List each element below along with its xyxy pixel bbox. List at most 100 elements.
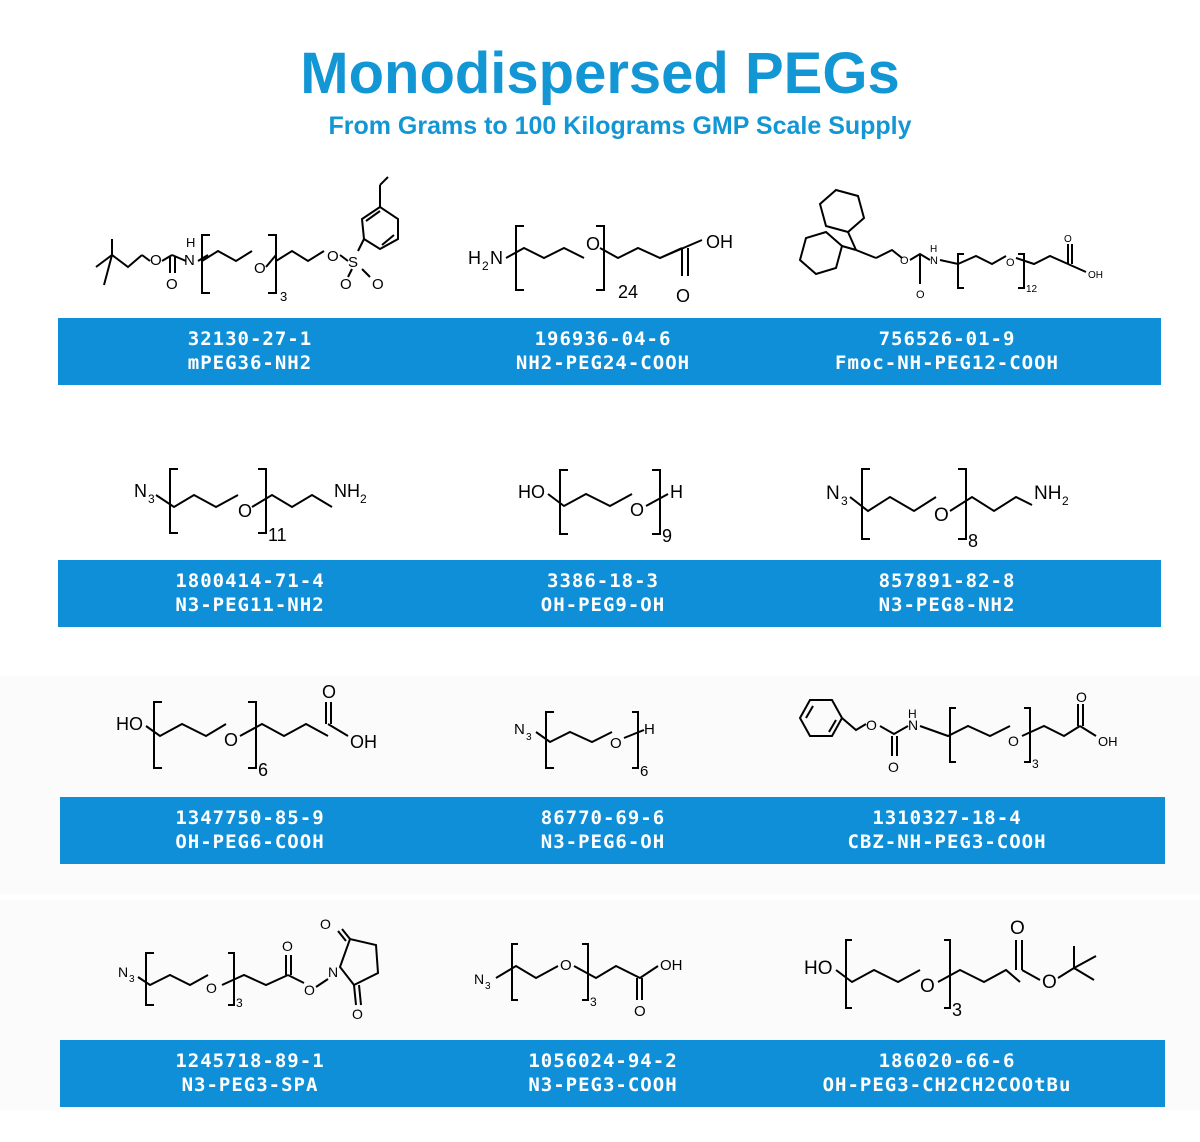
svg-text:O: O xyxy=(920,976,935,997)
structure-nh2-peg24-cooh: H 2 N O 24 O OH xyxy=(468,225,733,306)
product-cas-number: 1056024-94-2 xyxy=(528,1050,678,1072)
svg-text:O: O xyxy=(900,255,909,267)
svg-text:H: H xyxy=(644,721,655,738)
svg-text:3: 3 xyxy=(148,492,155,506)
product-name: N3-PEG3-COOH xyxy=(528,1074,678,1096)
product-cas-number: 186020-66-6 xyxy=(878,1050,1016,1072)
svg-text:O: O xyxy=(254,260,266,277)
svg-text:O: O xyxy=(150,252,162,269)
svg-text:O: O xyxy=(224,730,238,750)
svg-text:OH: OH xyxy=(1088,270,1103,281)
svg-text:S: S xyxy=(348,254,358,271)
svg-text:O: O xyxy=(206,980,217,996)
svg-text:3: 3 xyxy=(129,974,135,985)
product-cas-number: 1245718-89-1 xyxy=(175,1050,325,1072)
svg-text:11: 11 xyxy=(268,525,287,545)
svg-text:H: H xyxy=(186,235,195,250)
svg-text:N: N xyxy=(514,721,525,738)
product-cas-number: 3386-18-3 xyxy=(547,570,659,592)
svg-text:O: O xyxy=(888,759,899,775)
svg-text:24: 24 xyxy=(618,282,638,302)
svg-text:N: N xyxy=(184,252,195,269)
product-cas-number: 196936-04-6 xyxy=(534,328,672,350)
svg-text:O: O xyxy=(372,276,384,293)
svg-text:O: O xyxy=(340,276,352,293)
structure-oh-peg9-oh: HO O 9 H xyxy=(518,469,683,546)
svg-text:N: N xyxy=(134,481,147,501)
product-cas-number: 1800414-71-4 xyxy=(175,570,325,592)
svg-text:HO: HO xyxy=(804,958,833,979)
svg-text:O: O xyxy=(1076,689,1087,705)
svg-text:O: O xyxy=(610,735,622,752)
structure-cbz-nh-peg3-cooh: O O N H O 3 O OH xyxy=(798,689,1118,775)
svg-text:H: H xyxy=(908,707,917,721)
svg-text:6: 6 xyxy=(258,760,268,780)
structure-n3-peg6-oh: N 3 O 6 H xyxy=(514,711,655,780)
product-name: N3-PEG11-NH2 xyxy=(175,594,325,616)
structure-oh-peg6-cooh: HO O 6 O OH xyxy=(116,682,377,780)
svg-text:O: O xyxy=(866,717,877,733)
svg-text:8: 8 xyxy=(968,531,978,551)
product-cas-number: 1310327-18-4 xyxy=(872,807,1022,829)
svg-text:NH: NH xyxy=(1034,483,1061,504)
product-name: OH-PEG3-CH2CH2COOtBu xyxy=(822,1074,1072,1096)
svg-text:O: O xyxy=(304,982,315,998)
structure-oh-peg3-ch2ch2cootbu: HO O 3 O O xyxy=(804,918,1097,1020)
svg-text:O: O xyxy=(586,234,600,254)
product-name: OH-PEG9-OH xyxy=(540,594,666,616)
product-name: OH-PEG6-COOH xyxy=(175,831,325,853)
svg-text:3: 3 xyxy=(841,494,848,508)
product-cas-number: 86770-69-6 xyxy=(540,807,666,829)
product-band-row-1 xyxy=(58,318,1161,385)
svg-text:N: N xyxy=(328,964,338,980)
svg-text:OH: OH xyxy=(1098,734,1118,749)
product-cas-number: 1347750-85-9 xyxy=(175,807,325,829)
svg-text:O: O xyxy=(1008,733,1019,749)
product-name: CBZ-NH-PEG3-COOH xyxy=(847,831,1047,853)
product-band-row-4 xyxy=(60,1040,1165,1107)
svg-text:6: 6 xyxy=(640,763,648,780)
svg-text:O: O xyxy=(916,289,925,301)
svg-text:O: O xyxy=(1042,972,1057,993)
product-name: N3-PEG3-SPA xyxy=(181,1074,319,1096)
svg-text:12: 12 xyxy=(1026,284,1038,295)
svg-text:O: O xyxy=(634,1003,646,1020)
svg-text:HO: HO xyxy=(116,714,143,734)
svg-text:3: 3 xyxy=(485,981,491,992)
structure-n3-peg8-nh2: N 3 O 8 NH 2 xyxy=(826,468,1069,551)
svg-text:OH: OH xyxy=(660,957,683,974)
svg-text:O: O xyxy=(322,682,336,702)
svg-text:N: N xyxy=(908,717,918,733)
product-cas-number: 32130-27-1 xyxy=(187,328,313,350)
svg-text:N: N xyxy=(930,255,938,267)
svg-text:N: N xyxy=(118,964,128,980)
svg-text:OH: OH xyxy=(706,232,733,252)
svg-text:2: 2 xyxy=(1062,494,1069,508)
svg-text:O: O xyxy=(630,500,644,520)
svg-text:O: O xyxy=(327,248,339,265)
page-title: Monodispersed PEGs xyxy=(300,41,900,106)
svg-text:O: O xyxy=(1006,257,1015,269)
svg-text:O: O xyxy=(560,957,572,974)
svg-text:O: O xyxy=(352,1006,363,1022)
svg-text:3: 3 xyxy=(280,289,287,304)
product-name: NH2-PEG24-COOH xyxy=(515,352,691,374)
svg-text:H: H xyxy=(930,244,937,255)
structure-fmoc-nh-peg12-cooh: O O N H O 12 O OH xyxy=(798,188,1103,301)
structure-n3-peg11-nh2: N 3 O 11 NH 2 xyxy=(134,468,367,545)
svg-text:NH: NH xyxy=(334,481,360,501)
structure-n3-peg3-spa: N 3 O 3 O O N O O xyxy=(118,916,380,1022)
svg-text:2: 2 xyxy=(482,259,489,273)
svg-text:O: O xyxy=(676,286,690,306)
svg-text:HO: HO xyxy=(518,482,545,502)
svg-text:9: 9 xyxy=(662,526,672,546)
svg-text:O: O xyxy=(934,505,949,526)
svg-text:2: 2 xyxy=(360,492,367,506)
product-cas-number: 756526-01-9 xyxy=(878,328,1016,350)
product-name: N3-PEG8-NH2 xyxy=(878,594,1016,616)
svg-text:O: O xyxy=(166,276,178,293)
svg-text:3: 3 xyxy=(526,732,532,743)
svg-text:N: N xyxy=(474,971,484,987)
product-name: Fmoc-NH-PEG12-COOH xyxy=(835,352,1059,374)
product-name: mPEG36-NH2 xyxy=(187,352,313,374)
